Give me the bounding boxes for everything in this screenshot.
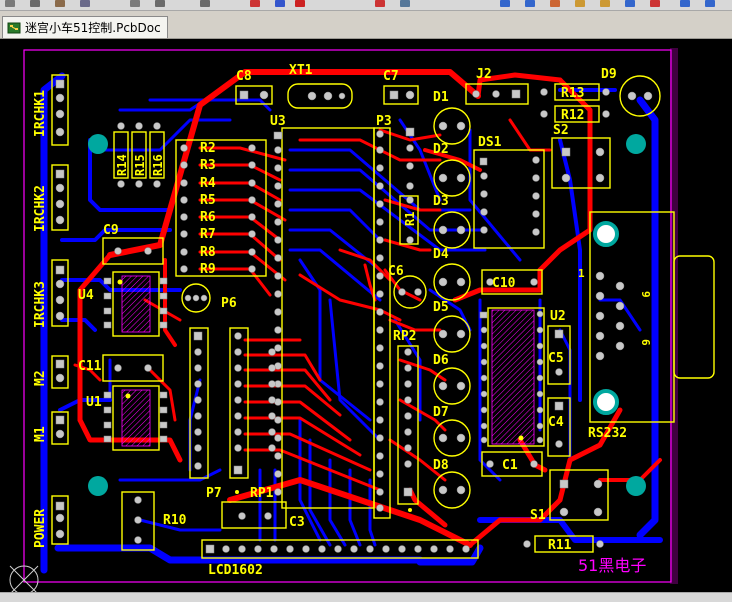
label-r16: R16 (151, 154, 165, 176)
label-m2: M2 (33, 370, 48, 386)
label-d1: D1 (433, 90, 449, 105)
origin-marker (9, 565, 39, 592)
label-r13: R13 (561, 86, 584, 101)
toolbar-icon[interactable] (500, 0, 510, 7)
toolbar (0, 0, 732, 11)
toolbar-icon[interactable] (650, 0, 660, 7)
toolbar-icon[interactable] (55, 0, 65, 7)
label-d3: D3 (433, 194, 449, 209)
label-d8: D8 (433, 458, 449, 473)
label-db9-pin1: 1 (578, 267, 585, 280)
db9-mounting-holes (593, 221, 619, 415)
toolbar-icon[interactable] (680, 0, 690, 7)
label-c6: C6 (388, 264, 404, 279)
label-rp1: RP1 (250, 486, 274, 501)
horizontal-scrollbar[interactable] (0, 592, 732, 602)
toolbar-icon[interactable] (250, 0, 260, 7)
label-r1: R1 (403, 212, 417, 226)
label-ds1: DS1 (478, 135, 502, 150)
pcb-canvas[interactable]: IRCHK1 IRCHK2 IRCHK3 M2 M1 POWER U4 U1 C… (0, 39, 732, 601)
label-r8: R8 (200, 245, 216, 260)
label-r4: R4 (200, 176, 216, 191)
label-d6: D6 (433, 353, 449, 368)
label-irchk2: IRCHK2 (33, 185, 48, 232)
label-r9: R9 (200, 262, 216, 277)
toolbar-icon[interactable] (525, 0, 535, 7)
toolbar-icon[interactable] (275, 0, 285, 7)
label-r11: R11 (548, 538, 572, 553)
label-rs232: RS232 (588, 426, 627, 441)
label-s2: S2 (553, 123, 569, 138)
silkscreen-outlines (51, 74, 715, 559)
label-db9-pin6: 6 (639, 339, 652, 346)
label-u1: U1 (86, 395, 102, 410)
label-rp2: RP2 (393, 329, 416, 344)
label-c1: C1 (502, 458, 518, 473)
toolbar-icon[interactable] (30, 0, 40, 7)
label-u3: U3 (270, 114, 286, 129)
pin1-markers (117, 279, 524, 512)
label-d4: D4 (433, 247, 449, 262)
label-d2: D2 (433, 142, 449, 157)
component-pads (55, 79, 653, 554)
toolbar-icon[interactable] (705, 0, 715, 7)
label-c3: C3 (289, 515, 305, 530)
label-c10: C10 (492, 276, 516, 291)
silkscreen-labels: IRCHK1 IRCHK2 IRCHK3 M2 M1 POWER U4 U1 C… (33, 63, 652, 578)
label-r14: R14 (115, 154, 129, 176)
label-r6: R6 (200, 210, 216, 225)
label-m1: M1 (33, 426, 48, 442)
label-r15: R15 (133, 154, 147, 176)
label-c4: C4 (548, 415, 564, 430)
label-lcd1602: LCD1602 (208, 563, 263, 578)
toolbar-icon[interactable] (375, 0, 385, 7)
toolbar-icon[interactable] (155, 0, 165, 7)
label-c8: C8 (236, 69, 252, 84)
ic-bodies (121, 275, 535, 447)
toolbar-icon[interactable] (295, 0, 305, 7)
toolbar-icon[interactable] (130, 0, 140, 7)
tab-title: 迷宫小车51控制.PcbDoc (25, 21, 161, 35)
pcb-layout[interactable]: IRCHK1 IRCHK2 IRCHK3 M2 M1 POWER U4 U1 C… (0, 39, 732, 592)
label-r3: R3 (200, 158, 216, 173)
label-r5: R5 (200, 193, 216, 208)
label-db9-pin9: 9 (639, 291, 652, 298)
label-j2: J2 (476, 67, 492, 82)
label-d5: D5 (433, 300, 449, 315)
label-p7: P7 (206, 486, 222, 501)
label-d9: D9 (601, 67, 617, 82)
toolbar-icon[interactable] (625, 0, 635, 7)
label-irchk1: IRCHK1 (33, 90, 48, 137)
label-d7: D7 (433, 405, 449, 420)
label-r12: R12 (561, 108, 584, 123)
toolbar-icon[interactable] (400, 0, 410, 7)
toolbar-icon[interactable] (550, 0, 560, 7)
label-c11: C11 (78, 359, 102, 374)
label-c7: C7 (383, 69, 399, 84)
label-r2: R2 (200, 141, 216, 156)
board-outline (23, 49, 672, 583)
brand-text: 51黑电子 (578, 556, 646, 575)
toolbar-icon[interactable] (200, 0, 210, 7)
label-c9: C9 (103, 223, 119, 238)
label-p6: P6 (221, 296, 237, 311)
label-r7: R7 (200, 227, 216, 242)
label-r10: R10 (163, 513, 187, 528)
document-tabbar: 迷宫小车51控制.PcbDoc (0, 11, 732, 39)
toolbar-icon[interactable] (80, 0, 90, 7)
label-u2: U2 (550, 309, 566, 324)
label-u4: U4 (78, 288, 94, 303)
label-xt1: XT1 (289, 63, 313, 78)
label-power: POWER (33, 509, 48, 548)
label-c5: C5 (548, 351, 564, 366)
pcb-document-icon (7, 22, 21, 33)
mounting-holes (88, 134, 646, 496)
toolbar-icon[interactable] (5, 0, 15, 7)
label-s1: S1 (530, 508, 546, 523)
label-irchk3: IRCHK3 (33, 281, 48, 328)
label-p3: P3 (376, 114, 392, 129)
toolbar-icon[interactable] (600, 0, 610, 7)
toolbar-icon[interactable] (575, 0, 585, 7)
tab-pcbdoc[interactable]: 迷宫小车51控制.PcbDoc (2, 16, 168, 38)
